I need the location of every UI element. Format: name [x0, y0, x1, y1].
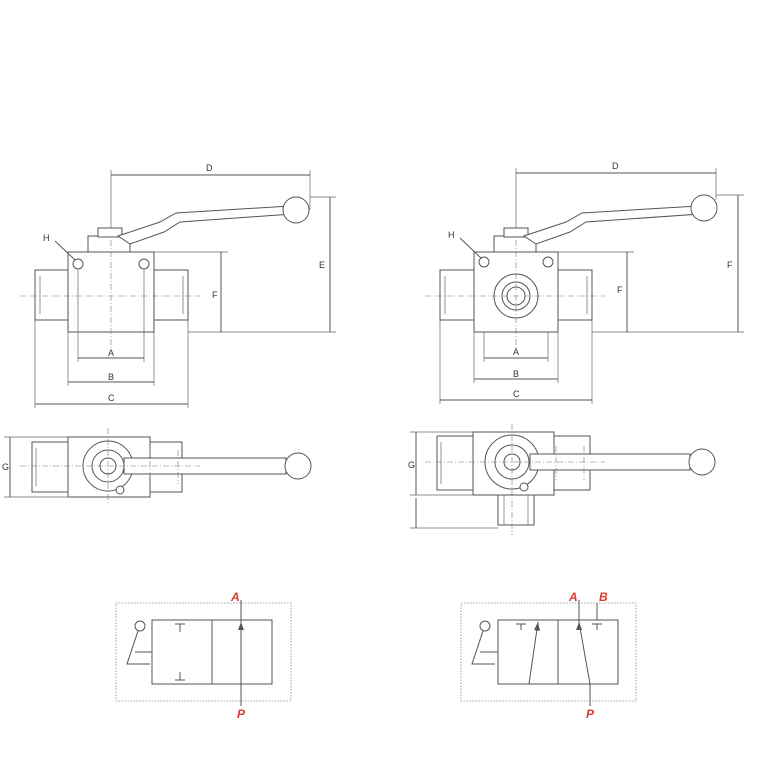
three-way-valve-front-view: D F F H A B C	[425, 161, 744, 404]
dimension-leader-h	[459, 237, 482, 259]
stop-pin	[519, 482, 529, 492]
dimension-label-c: C	[108, 393, 115, 403]
lever-handle	[116, 205, 293, 245]
dimension-label-g: G	[2, 462, 9, 472]
actuator-lever	[126, 630, 150, 665]
dimension-label-c: C	[513, 389, 520, 399]
left-port-end	[31, 441, 71, 493]
stem-top	[97, 227, 123, 238]
handle-knob	[282, 196, 310, 224]
symbol-block-left	[497, 619, 559, 685]
handle-knob	[690, 194, 718, 222]
actuator-knob	[134, 620, 146, 632]
port-label-p: P	[586, 707, 595, 721]
dimension-label-b: B	[108, 372, 114, 382]
mounting-hole-right	[138, 258, 150, 270]
dimension-label-d: D	[612, 161, 619, 171]
dimension-label-e: F	[727, 260, 733, 270]
dimension-label-a: A	[108, 348, 114, 358]
two-way-valve-front-view: D E F H A B C	[20, 163, 336, 408]
dimension-leader-h	[54, 240, 76, 261]
lever-handle	[522, 205, 701, 245]
lever-handle	[529, 453, 691, 471]
two-way-valve-symbol: A P	[115, 590, 292, 721]
dimension-label-h: H	[43, 233, 50, 243]
mounting-hole-left	[72, 258, 84, 270]
symbol-block-closed	[151, 619, 213, 685]
mounting-hole-right	[542, 256, 554, 268]
actuator-knob	[479, 620, 491, 632]
left-port-end	[439, 269, 477, 321]
port-label-a: A	[568, 590, 578, 604]
right-port-end	[555, 269, 593, 321]
symbol-frame	[115, 602, 292, 702]
dimension-label-f: F	[212, 290, 218, 300]
dimension-label-g: G	[408, 460, 415, 470]
bottom-port-fitting	[497, 494, 535, 526]
left-port-end	[34, 269, 72, 321]
symbol-frame	[460, 602, 637, 702]
symbol-block-open	[211, 619, 273, 685]
dimension-label-h: H	[448, 230, 455, 240]
port-label-b: B	[599, 590, 608, 604]
dimension-label-e: E	[319, 260, 325, 270]
dimension-label-b: B	[513, 369, 519, 379]
dimension-label-f: F	[617, 285, 623, 295]
symbol-block-right	[557, 619, 619, 685]
dimension-label-d: D	[206, 163, 213, 173]
three-way-valve-symbol: A B P	[460, 590, 637, 721]
actuator-lever	[471, 630, 495, 665]
dimension-label-a: A	[513, 347, 519, 357]
stop-pin	[115, 485, 125, 495]
port-label-a: A	[230, 590, 240, 604]
port-label-p: P	[237, 707, 246, 721]
left-port-end	[436, 435, 476, 491]
handle-knob	[688, 448, 716, 476]
lever-handle	[123, 457, 287, 475]
mounting-hole-left	[478, 256, 490, 268]
right-port-end	[151, 269, 189, 321]
handle-knob	[284, 452, 312, 480]
two-way-valve-top-view: G	[2, 428, 312, 505]
three-way-valve-top-view: G	[408, 424, 716, 535]
